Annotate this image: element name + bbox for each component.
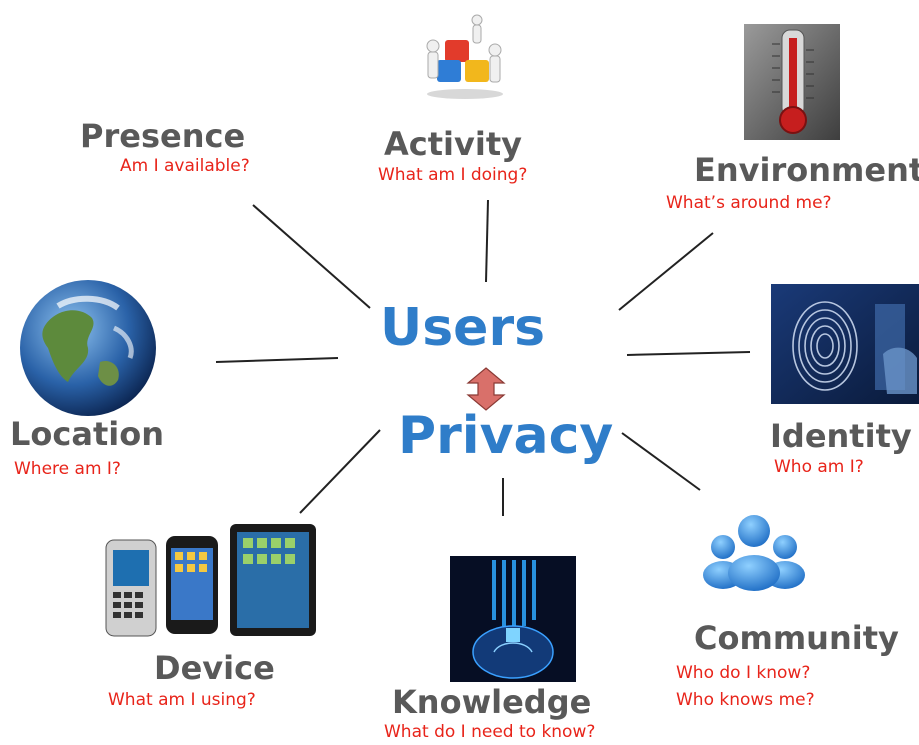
identity-question: Who am I? [774,457,864,477]
brain-data-icon [450,556,576,682]
community-question-2: Who knows me? [676,690,815,710]
line-presence [252,204,371,309]
line-community [621,432,701,491]
device-title: Device [154,649,275,687]
activity-title: Activity [384,125,522,163]
line-environment [618,232,714,311]
device-question: What am I using? [108,690,256,710]
center-privacy: Privacy [398,406,614,466]
community-title: Community [694,619,899,657]
phones-tablet-icon [105,524,316,637]
people-group-icon [703,515,805,591]
line-identity [626,351,751,356]
puzzle-people-icon [426,14,503,99]
thermometer-icon [744,24,840,140]
line-location [215,357,339,363]
line-activity [485,199,489,283]
identity-title: Identity [770,417,912,455]
double-arrow-icon [466,367,506,411]
knowledge-title: Knowledge [392,683,592,721]
fingerprint-icon [771,284,919,404]
environment-question: What’s around me? [666,193,832,213]
center-users: Users [380,298,546,358]
line-device [299,429,381,514]
earth-globe-icon [20,280,156,416]
activity-question: What am I doing? [378,165,528,185]
location-title: Location [10,415,164,453]
environment-title: Environment [694,151,919,189]
location-question: Where am I? [14,459,121,479]
knowledge-question: What do I need to know? [384,722,596,742]
presence-question: Am I available? [120,156,250,176]
presence-title: Presence [80,117,246,155]
community-question-1: Who do I know? [676,663,811,683]
